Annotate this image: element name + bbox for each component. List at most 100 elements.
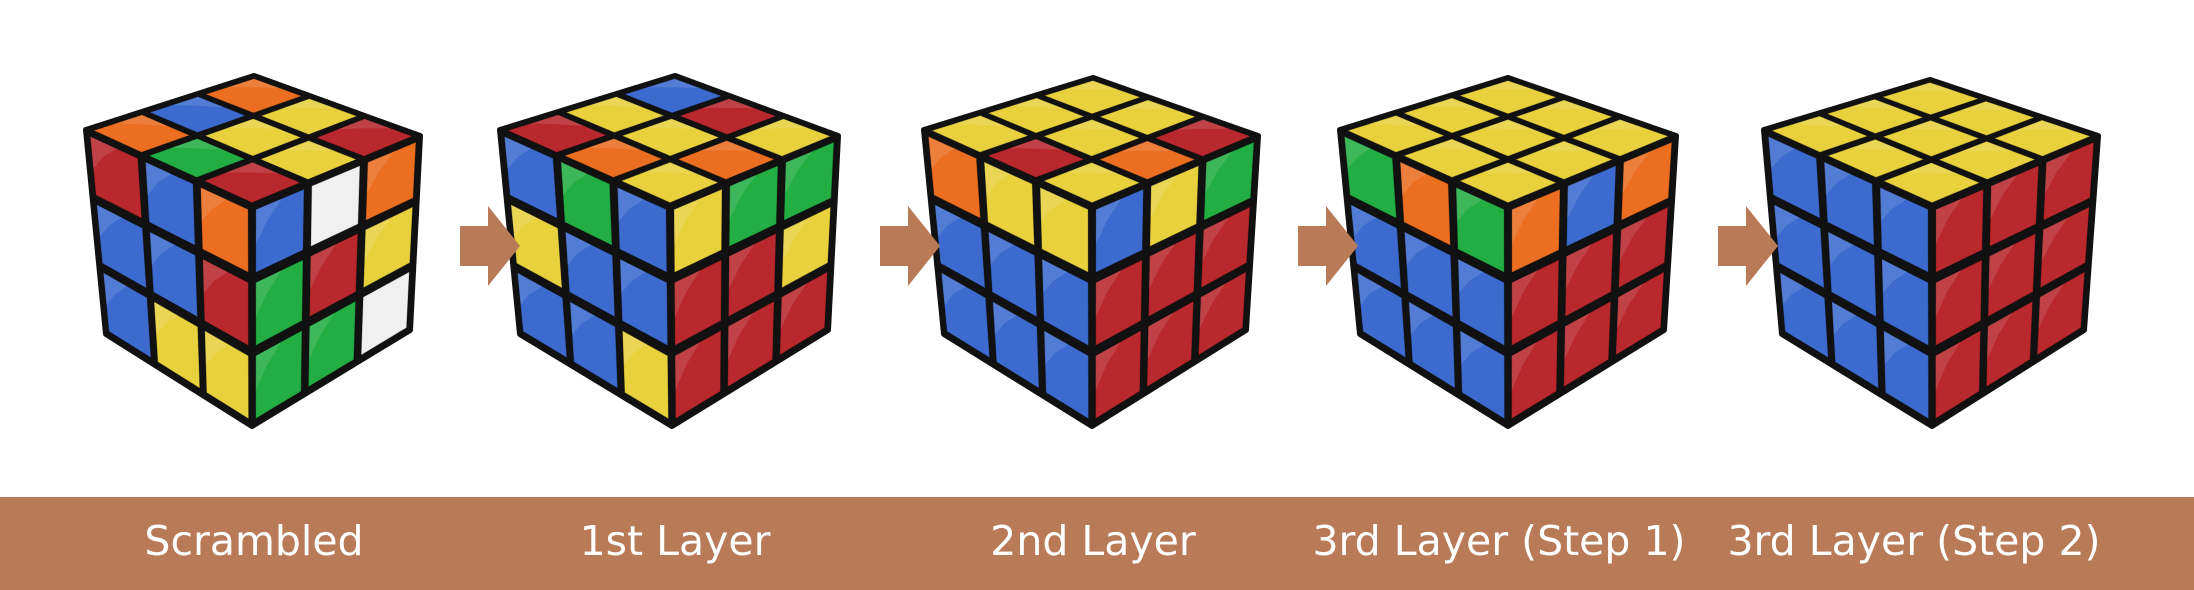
step-label-1st-layer: 1st Layer: [579, 517, 771, 565]
sticker-right-r2-c3: [1618, 206, 1669, 289]
sticker-right-r2-c2: [1564, 233, 1614, 318]
cube-1: [83, 73, 423, 429]
sticker-highlight: [1619, 217, 1647, 262]
sticker-left-r1-c2: [1823, 161, 1875, 246]
sticker-highlight: [1883, 330, 1909, 365]
right-arrow-icon: [1718, 206, 1778, 286]
sticker-highlight: [202, 259, 228, 293]
sticker-top-r2-c1: [260, 98, 358, 135]
sticker-highlight: [511, 204, 537, 237]
sticker-left-r2-c1: [1773, 204, 1825, 289]
sticker-left-r1-c1: [503, 136, 558, 219]
sticker-top-r2-c3: [564, 138, 663, 178]
sticker-left-r3-c2: [1831, 301, 1879, 389]
sticker-highlight: [1121, 141, 1174, 152]
sticker-highlight: [984, 162, 1011, 196]
sticker-left-r2-c3: [202, 258, 249, 346]
sticker-left-r2-c2: [988, 231, 1038, 318]
sticker-highlight: [756, 118, 810, 130]
sticker-left-r2-c2: [565, 231, 616, 318]
sticker-right-r2-c1: [1095, 259, 1143, 346]
sticker-highlight: [570, 301, 595, 335]
sticker-right-r3-c3: [2036, 271, 2086, 356]
sticker-top-r3-c3: [1043, 162, 1141, 204]
sticker-highlight: [1350, 204, 1377, 237]
sticker-highlight: [1935, 341, 1961, 391]
sticker-right-r3-c1: [1935, 330, 1981, 420]
sticker-highlight: [1780, 272, 1805, 305]
sticker-top-r3-c2: [1515, 140, 1613, 180]
sticker-highlight: [310, 243, 337, 290]
sticker-highlight: [586, 138, 641, 150]
sticker-left-r1-c3: [1039, 187, 1089, 273]
sticker-right-r2-c2: [1148, 233, 1197, 318]
sticker-top-r2-c2: [1882, 119, 1980, 157]
sticker-top-r3-c2: [677, 140, 775, 180]
sticker-left-r3-c2: [992, 301, 1040, 389]
cubes-layer: [83, 73, 2101, 429]
sticker-highlight: [504, 136, 532, 169]
sticker-highlight: [362, 283, 389, 329]
sticker-highlight: [1622, 151, 1651, 195]
sticker-right-r1-c2: [1989, 165, 2040, 247]
sticker-left-r1-c1: [1767, 136, 1821, 219]
sticker-highlight: [255, 270, 282, 318]
label-band: Scrambled 1st Layer 2nd Layer 3rd Layer …: [0, 497, 2194, 590]
sticker-highlight: [154, 301, 179, 335]
sticker-left-r1-c1: [89, 136, 143, 219]
sticker-highlight: [1881, 259, 1908, 293]
sticker-highlight: [1481, 119, 1535, 130]
sticker-highlight: [674, 198, 701, 245]
sticker-top-r3-c2: [1938, 140, 2036, 180]
sticker-top-r1-c2: [149, 96, 246, 133]
sticker-left-r1-c2: [1399, 161, 1451, 246]
sticker-right-r3-c2: [727, 300, 775, 388]
sticker-top-r3-c1: [1571, 119, 1669, 157]
cube-3: [921, 75, 1261, 429]
sticker-left-r3-c1: [102, 272, 152, 359]
step-label-2nd-layer: 2nd Layer: [990, 517, 1196, 565]
sticker-highlight: [1905, 162, 1958, 174]
sticker-top-r3-c1: [316, 118, 413, 157]
sticker-highlight: [1824, 162, 1851, 196]
sticker-highlight: [1149, 243, 1176, 290]
sticker-top-r1-c3: [507, 114, 607, 153]
sticker-highlight: [565, 231, 592, 265]
sticker-right-r2-c3: [2039, 206, 2090, 289]
sticker-top-r1-c2: [987, 97, 1085, 134]
sticker-highlight: [728, 243, 755, 290]
sticker-highlight: [530, 114, 585, 127]
sticker-right-r1-c2: [1566, 165, 1617, 247]
sticker-left-r1-c2: [560, 161, 613, 246]
sticker-highlight: [1793, 116, 1846, 128]
sticker-right-r1-c3: [1620, 141, 1673, 221]
sticker-highlight: [617, 187, 645, 222]
sticker-top-r1-c3: [1347, 115, 1445, 153]
sticker-highlight: [311, 174, 339, 220]
sticker-left-r2-c2: [1827, 231, 1877, 318]
sticker-right-r3-c3: [1198, 271, 1247, 356]
sticker-right-r2-c2: [309, 233, 359, 318]
sticker-right-r3-c2: [1563, 300, 1612, 388]
sticker-highlight: [1456, 187, 1483, 222]
sticker-right-r3-c2: [1146, 300, 1194, 388]
sticker-top-r3-c2: [260, 140, 357, 180]
sticker-right-r2-c2: [728, 233, 777, 318]
label-band-background: [0, 497, 2194, 590]
sticker-highlight: [780, 283, 807, 329]
sticker-highlight: [1042, 259, 1068, 293]
sticker-right-r2-c1: [1935, 259, 1983, 346]
step-label-3rd-layer-step-2: 3rd Layer (Step 2): [1727, 517, 2101, 565]
sticker-highlight: [282, 98, 336, 109]
sticker-highlight: [1990, 174, 2018, 220]
sticker-highlight: [255, 198, 283, 245]
sticker-highlight: [1774, 204, 1800, 237]
sticker-left-r2-c1: [96, 204, 147, 289]
sticker-highlight: [338, 118, 391, 130]
sticker-highlight: [2015, 120, 2069, 131]
sticker-highlight: [1768, 136, 1795, 169]
sticker-top-r2-c3: [1827, 138, 1924, 178]
sticker-highlight: [1831, 301, 1857, 335]
sticker-right-r1-c3: [365, 141, 417, 221]
sticker-highlight: [2041, 217, 2069, 262]
